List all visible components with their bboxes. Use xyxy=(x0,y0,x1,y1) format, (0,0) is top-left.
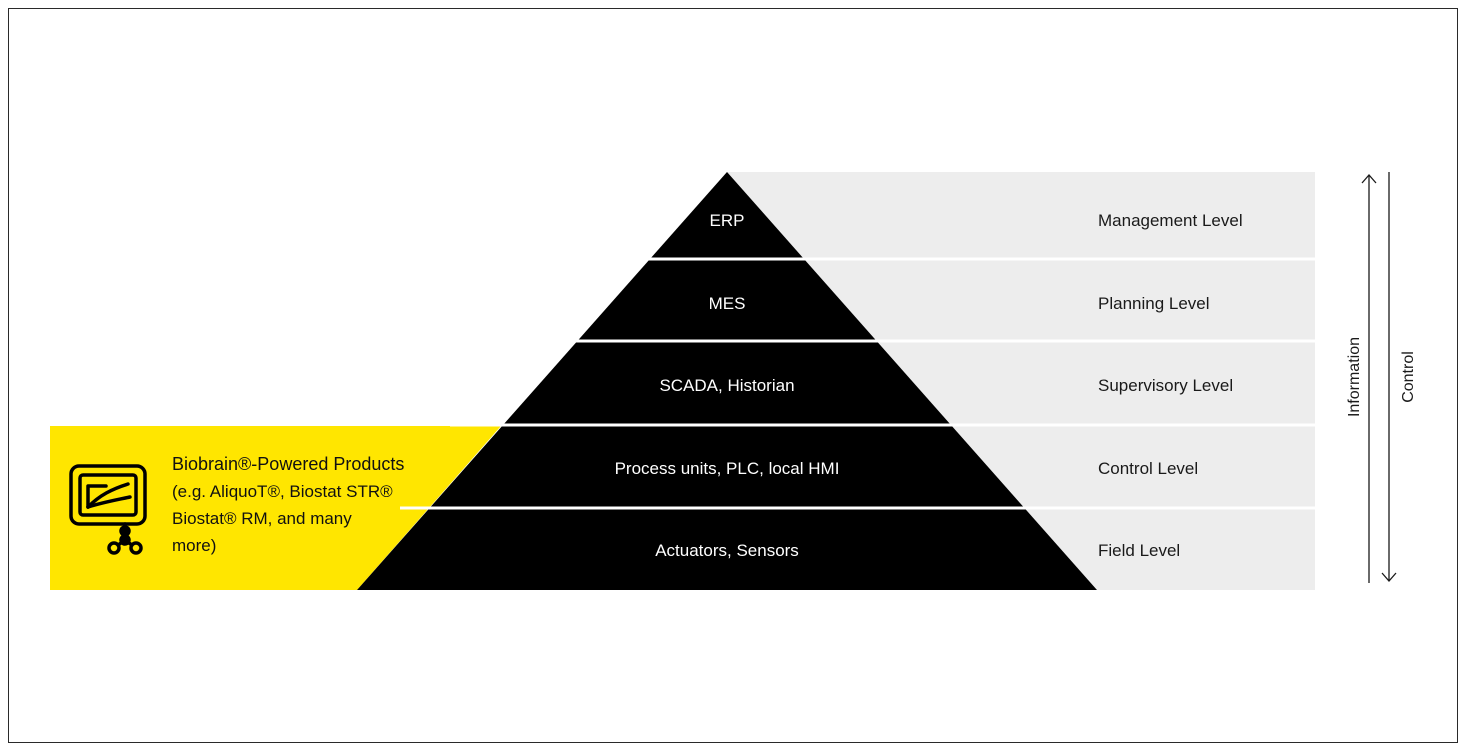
information-arrow xyxy=(1361,174,1377,583)
tier-label-process-units: Process units, PLC, local HMI xyxy=(615,459,840,478)
level-separators xyxy=(400,257,1315,510)
tier-label-mes: MES xyxy=(709,294,746,313)
level-label-control: Control Level xyxy=(1098,459,1198,478)
product-examples-line-1: (e.g. AliquoT®, Biostat STR® xyxy=(172,482,393,501)
level-label-management: Management Level xyxy=(1098,211,1243,230)
arrow-up-icon xyxy=(1361,174,1377,184)
pyramid xyxy=(357,172,1097,590)
biobrain-monitor-network-icon xyxy=(69,464,147,555)
control-label: Control xyxy=(1400,351,1417,403)
product-examples-line-3: more) xyxy=(172,536,216,555)
tier-label-erp: ERP xyxy=(710,211,745,230)
level-label-field: Field Level xyxy=(1098,541,1180,560)
level-label-planning: Planning Level xyxy=(1098,294,1210,313)
information-label: Information xyxy=(1346,337,1363,417)
tier-label-actuators: Actuators, Sensors xyxy=(655,541,799,560)
product-title: Biobrain®-Powered Products xyxy=(172,454,404,474)
tier-label-scada: SCADA, Historian xyxy=(659,376,794,395)
level-label-supervisory: Supervisory Level xyxy=(1098,376,1233,395)
product-highlight-band xyxy=(50,426,501,590)
control-arrow xyxy=(1381,172,1397,582)
arrow-down-icon xyxy=(1381,572,1397,582)
product-examples-line-2: Biostat® RM, and many xyxy=(172,509,352,528)
